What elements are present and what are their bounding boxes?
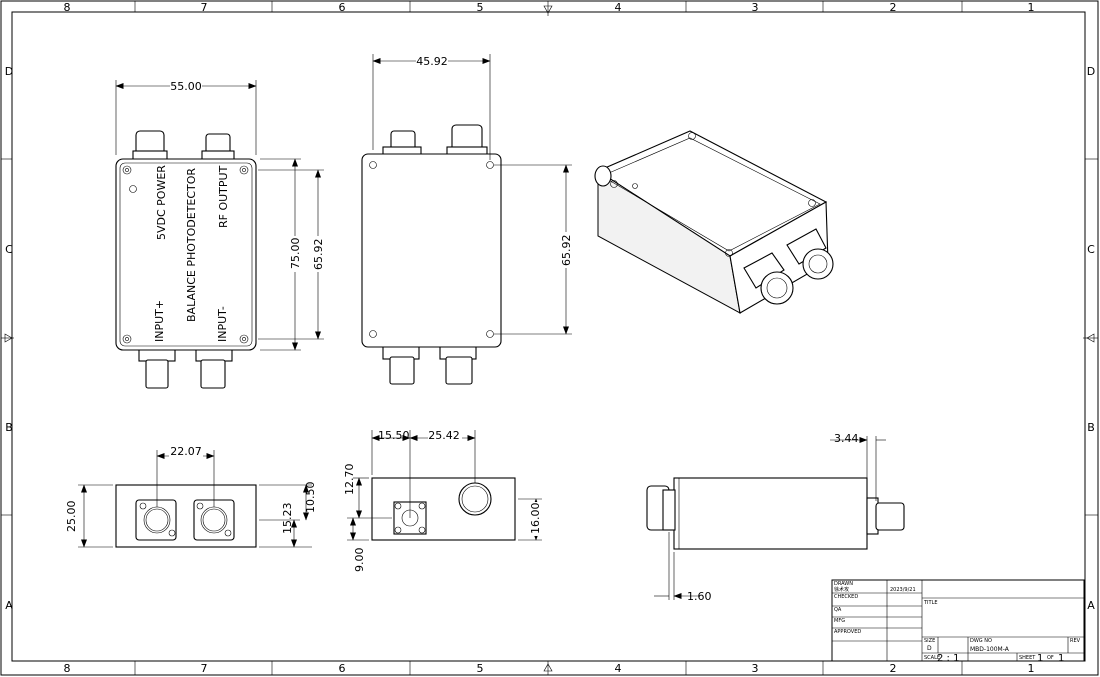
tb-approved-label: APPROVED	[834, 629, 861, 635]
zone-col-top: 7	[201, 1, 208, 14]
enclosure-top	[115, 158, 257, 351]
dim-side-mid: 25.42	[428, 429, 460, 442]
tb-sheet-label: SHEET	[1019, 655, 1036, 661]
zone-col-top: 2	[890, 1, 897, 14]
dim-side-top: 12.70	[343, 464, 356, 496]
tb-checked-label: CHECKED	[834, 594, 858, 600]
zone-col-top: 1	[1028, 1, 1035, 14]
tb-scale-label: SCALE	[924, 655, 940, 661]
zone-col-top: 4	[615, 1, 622, 14]
zone-col-top: 8	[64, 1, 71, 14]
zone-col-bottom: 3	[752, 662, 759, 675]
tb-qa-label: QA	[834, 607, 842, 613]
isometric-view	[594, 130, 834, 314]
dim-top-height: 75.00	[289, 238, 302, 270]
back-view: 45.92 65.92	[361, 54, 573, 385]
tb-mfg-label: MFG	[834, 618, 845, 624]
zone-col-bottom: 6	[339, 662, 346, 675]
dim-top-inner-height: 65.92	[312, 239, 325, 271]
zone-row-left: B	[5, 421, 13, 434]
zone-col-bottom: 5	[477, 662, 484, 675]
tb-of-value: 1	[1058, 653, 1064, 664]
dim-top-width: 55.00	[170, 80, 202, 93]
label-rf-output: RF OUTPUT	[217, 165, 230, 228]
label-input-plus: INPUT+	[153, 300, 166, 342]
tb-dwg-no-value: MBD-100M-A	[970, 646, 1010, 653]
dim-front-center: 15.23	[281, 503, 294, 535]
enclosure-right	[673, 477, 868, 550]
zone-row-left: A	[5, 599, 13, 612]
dim-right-flange: 3.44	[834, 432, 859, 445]
top-view: 5VDC POWER RF OUTPUT BALANCE PHOTODETECT…	[115, 80, 325, 389]
zone-col-bottom: 8	[64, 662, 71, 675]
input-plus-connector	[145, 359, 169, 389]
tb-dwg-no-label: DWG NO	[970, 638, 992, 644]
label-balance-photodetector: BALANCE PHOTODETECTOR	[185, 168, 198, 322]
tb-drawn-name: 徐术攻	[834, 586, 849, 593]
tb-of-label: OF	[1047, 655, 1054, 661]
side-view: 15.50 25.42 12.70 9.00 16.00	[343, 428, 542, 572]
tb-rev-label: REV	[1070, 638, 1081, 644]
tb-size-value: D	[927, 645, 932, 652]
zone-row-right: B	[1087, 421, 1095, 434]
dim-back-width: 45.92	[416, 55, 448, 68]
zone-col-bottom: 7	[201, 662, 208, 675]
dim-right-base: 1.60	[687, 590, 712, 603]
zone-row-left: D	[5, 65, 13, 78]
zone-col-bottom: 1	[1028, 662, 1035, 675]
label-power: 5VDC POWER	[155, 165, 168, 240]
zone-col-top: 6	[339, 1, 346, 14]
zone-row-left: C	[5, 243, 13, 256]
label-input-minus: INPUT-	[216, 306, 229, 342]
zone-row-right: D	[1087, 65, 1095, 78]
dim-front-spacing: 22.07	[170, 445, 202, 458]
tb-size-label: SIZE	[924, 638, 935, 644]
right-view: 3.44 1.60	[646, 432, 905, 603]
tb-drawn-date: 2023/9/21	[890, 587, 916, 593]
zone-col-top: 5	[477, 1, 484, 14]
input-minus-connector	[200, 359, 226, 389]
dim-front-height: 25.00	[65, 501, 78, 533]
tb-title-label: TITLE	[923, 600, 938, 606]
zone-row-right: C	[1087, 243, 1095, 256]
dim-back-height: 65.92	[560, 235, 573, 267]
tb-scale-value: 2 : 1	[937, 653, 959, 664]
tb-drawn-label: DRAWN	[834, 581, 853, 587]
zone-col-bottom: 4	[615, 662, 622, 675]
front-view: 22.07 25.00 15.23 10.50	[64, 445, 317, 548]
enclosure-back	[361, 153, 502, 348]
dim-side-left: 15.50	[378, 429, 410, 442]
dim-front-upper: 10.50	[304, 482, 317, 514]
dim-side-height: 16.00	[529, 503, 542, 535]
dim-side-bottom: 9.00	[353, 548, 366, 573]
zone-row-right: A	[1087, 599, 1095, 612]
tb-sheet-value: 1	[1037, 653, 1043, 664]
zone-labels: 8 7 6 5 4 3 2 1 8 7 6 5 4 3 2 1 D C B A …	[5, 1, 1095, 675]
zone-col-top: 3	[752, 1, 759, 14]
zone-col-bottom: 2	[890, 662, 897, 675]
title-block: DRAWN 徐术攻 2023/9/21 CHECKED QA MFG APPRO…	[831, 579, 1085, 664]
